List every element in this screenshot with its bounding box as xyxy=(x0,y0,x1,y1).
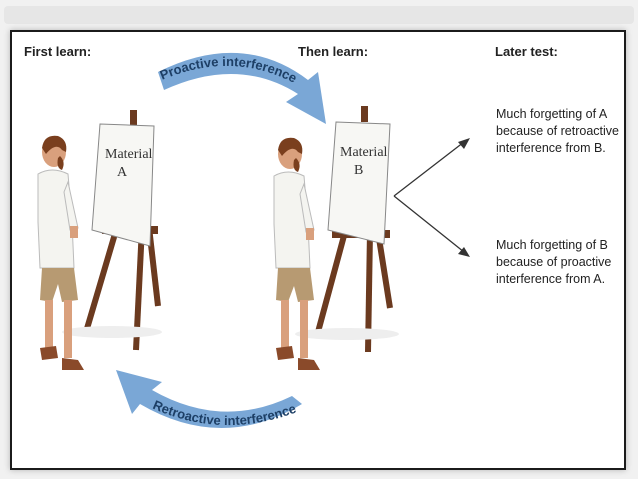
easel-a-label-line-1: Material xyxy=(105,147,153,162)
retroactive-arrow-shape xyxy=(116,370,302,428)
result-top-line-2: because of retroactive xyxy=(496,124,619,138)
result-note-top: Much forgetting of A because of retroact… xyxy=(496,106,619,157)
heading-later-test: Later test: xyxy=(495,44,558,59)
result-note-bottom: Much forgetting of B because of proactiv… xyxy=(496,237,611,288)
retroactive-arrow: Retroactive interference xyxy=(116,370,302,428)
arrow-to-top-result xyxy=(393,141,465,197)
easel-b: Material B xyxy=(295,106,399,353)
easel-a: Material A xyxy=(62,110,162,351)
result-top-line-3: interference from B. xyxy=(496,141,606,155)
illustration: Proactive interference Retroactive inter… xyxy=(37,52,470,428)
top-bar xyxy=(4,6,634,24)
easel-b-label-line-1: Material xyxy=(340,145,388,160)
diagram-frame: First learn: Then learn: Later test: Muc… xyxy=(10,30,626,470)
proactive-arrow: Proactive interference xyxy=(158,52,326,124)
easel-b-label-line-2: B xyxy=(354,163,363,178)
easel-a-label-line-2: A xyxy=(117,165,128,180)
proactive-arrow-shape xyxy=(158,52,326,124)
easel-a-board xyxy=(91,123,155,247)
person-b xyxy=(273,137,320,370)
result-bottom-line-3: interference from A. xyxy=(496,272,606,286)
test-arrows xyxy=(393,138,470,257)
result-bottom-line-2: because of proactive xyxy=(496,255,612,269)
person-a xyxy=(37,135,84,370)
heading-then-learn: Then learn: xyxy=(298,44,369,59)
heading-first-learn: First learn: xyxy=(24,44,92,59)
result-bottom-line-1: Much forgetting of B xyxy=(496,238,608,252)
arrow-to-bottom-result xyxy=(393,195,465,253)
result-top-line-1: Much forgetting of A xyxy=(496,107,608,121)
easel-b-board xyxy=(327,121,391,245)
